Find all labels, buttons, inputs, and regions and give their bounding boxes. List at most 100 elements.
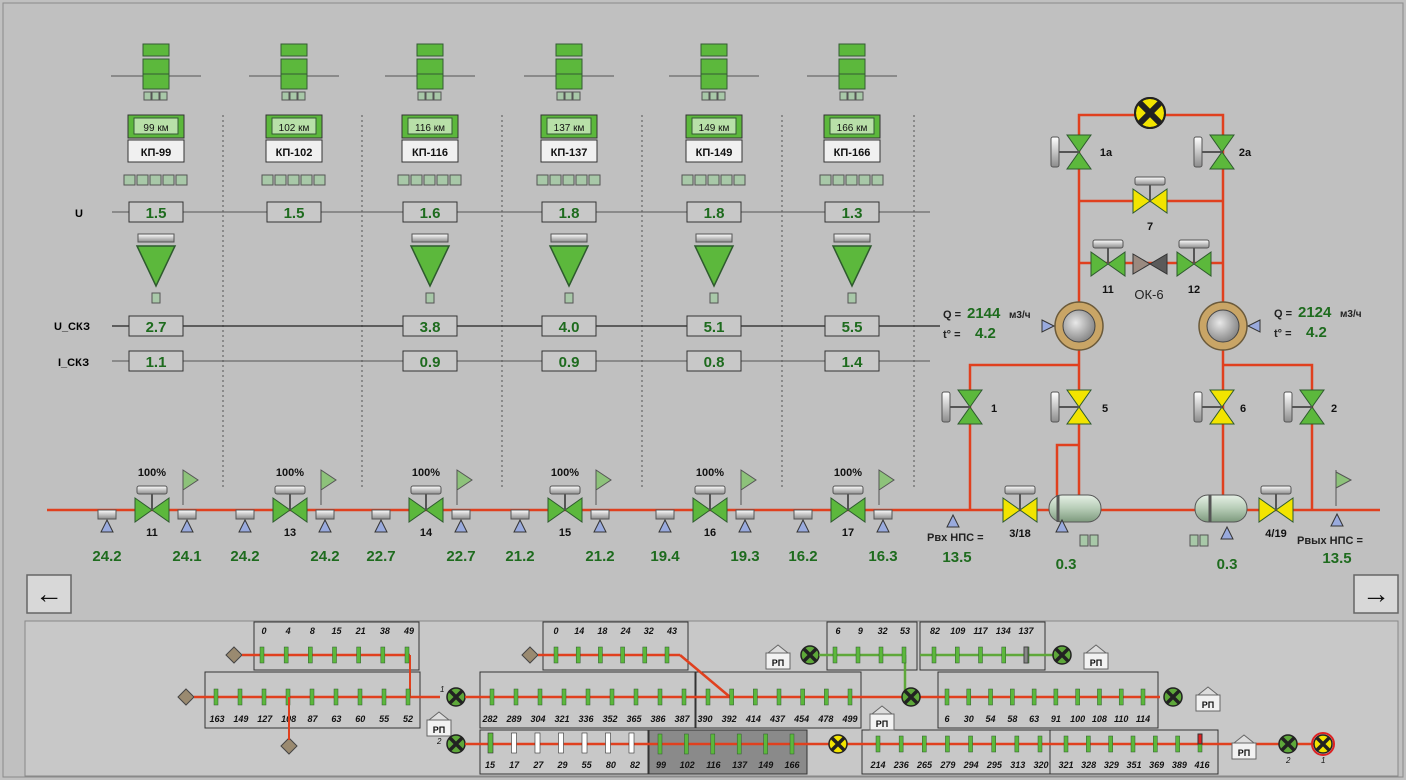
valve-v2-icon[interactable] — [1283, 389, 1325, 425]
overview-valve[interactable] — [213, 688, 219, 706]
overview-valve[interactable] — [991, 735, 996, 753]
overview-valve[interactable] — [847, 688, 853, 706]
overview-valve[interactable] — [237, 688, 243, 706]
overview-valve[interactable] — [824, 688, 829, 706]
overview-valve[interactable] — [642, 646, 648, 664]
overview-valve[interactable] — [1118, 688, 1124, 706]
rp-button[interactable]: РП — [765, 644, 791, 670]
overview-valve[interactable] — [581, 732, 588, 754]
overview-valve[interactable] — [800, 688, 805, 706]
skz-triangle-icon[interactable] — [409, 245, 451, 288]
overview-valve[interactable] — [511, 732, 517, 754]
overview-valve[interactable] — [705, 688, 711, 706]
skz-triangle-icon[interactable] — [548, 245, 590, 288]
pump-icon[interactable] — [1052, 645, 1072, 665]
overview-valve[interactable] — [1031, 688, 1037, 706]
overview-valve[interactable] — [832, 646, 838, 664]
overview-valve[interactable] — [1075, 688, 1080, 706]
valve-v1-icon[interactable] — [941, 389, 983, 425]
overview-valve[interactable] — [898, 735, 904, 753]
overview-valve[interactable] — [753, 688, 758, 706]
overview-valve[interactable] — [534, 732, 541, 754]
nav-left-button[interactable]: ← — [26, 574, 72, 614]
overview-valve[interactable] — [605, 732, 611, 754]
overview-valve[interactable] — [901, 646, 907, 664]
valve-v318-icon[interactable] — [1002, 485, 1038, 523]
overview-valve[interactable] — [357, 688, 363, 706]
overview-valve[interactable] — [489, 688, 495, 706]
kp-button[interactable] — [823, 139, 881, 163]
overview-valve[interactable] — [633, 688, 639, 706]
pump-icon[interactable] — [901, 687, 921, 707]
overview-valve[interactable] — [561, 688, 567, 706]
overview-valve[interactable] — [776, 688, 782, 706]
overview-valve[interactable] — [598, 646, 603, 664]
line-valve-icon[interactable] — [272, 485, 308, 523]
overview-valve[interactable] — [609, 688, 615, 706]
overview-valve[interactable] — [944, 688, 950, 706]
overview-valve[interactable] — [1108, 735, 1113, 753]
rp-button[interactable]: РП — [426, 711, 452, 737]
overview-valve[interactable] — [553, 646, 559, 664]
overview-valve[interactable] — [931, 646, 937, 664]
overview-valve[interactable] — [308, 646, 313, 664]
overview-valve[interactable] — [978, 646, 983, 664]
overview-valve[interactable] — [945, 735, 950, 753]
kp-button[interactable] — [401, 139, 459, 163]
overview-valve[interactable] — [855, 646, 861, 664]
overview-valve[interactable] — [789, 733, 795, 755]
kp-button[interactable] — [265, 139, 323, 163]
pump-icon[interactable] — [1163, 687, 1183, 707]
overview-valve[interactable] — [968, 735, 973, 753]
overview-valve[interactable] — [259, 646, 265, 664]
line-valve-icon[interactable] — [134, 485, 170, 523]
overview-valve[interactable] — [1001, 646, 1006, 664]
valve-v12-icon[interactable] — [1176, 239, 1212, 277]
overview-valve[interactable] — [381, 688, 387, 706]
overview-valve[interactable] — [620, 646, 625, 664]
overview-valve[interactable] — [404, 646, 410, 664]
rp-button[interactable]: РП — [1083, 644, 1109, 670]
overview-valve[interactable] — [1175, 735, 1180, 753]
kp-button[interactable] — [540, 139, 598, 163]
main-pump-right-icon[interactable] — [1198, 301, 1248, 351]
pump-icon[interactable] — [446, 687, 466, 707]
overview-valve[interactable] — [1053, 688, 1059, 706]
kp-button[interactable] — [127, 139, 185, 163]
valve-v2a-icon[interactable] — [1193, 134, 1235, 170]
overview-valve[interactable] — [628, 732, 635, 754]
overview-valve[interactable] — [585, 688, 591, 706]
pump-icon[interactable] — [1313, 734, 1333, 754]
overview-valve[interactable] — [333, 688, 339, 706]
line-valve-icon[interactable] — [830, 485, 866, 523]
skz-triangle-icon[interactable] — [831, 245, 873, 288]
pump-top-icon[interactable] — [1134, 97, 1166, 129]
overview-valve[interactable] — [380, 646, 386, 664]
rp-button[interactable]: РП — [1195, 686, 1221, 712]
overview-valve[interactable] — [1014, 735, 1020, 753]
overview-valve[interactable] — [710, 733, 716, 755]
valve-v6-icon[interactable] — [1193, 389, 1235, 425]
overview-valve[interactable] — [356, 646, 361, 664]
pump-icon[interactable] — [1278, 734, 1298, 754]
overview-valve[interactable] — [657, 688, 663, 706]
overview-valve[interactable] — [1140, 688, 1146, 706]
kp-button[interactable] — [685, 139, 743, 163]
overview-valve[interactable] — [513, 688, 519, 706]
overview-valve[interactable] — [309, 688, 315, 706]
valve-v419-icon[interactable] — [1258, 485, 1294, 523]
overview-valve[interactable] — [1023, 646, 1029, 664]
overview-valve[interactable] — [1153, 735, 1158, 753]
overview-valve[interactable] — [681, 688, 687, 706]
line-valve-icon[interactable] — [408, 485, 444, 523]
overview-valve[interactable] — [261, 688, 267, 706]
overview-valve[interactable] — [955, 646, 960, 664]
overview-valve[interactable] — [657, 733, 663, 755]
valve-v5-icon[interactable] — [1050, 389, 1092, 425]
overview-valve[interactable] — [1063, 735, 1069, 753]
pump-icon[interactable] — [446, 734, 466, 754]
overview-valve[interactable] — [763, 733, 768, 755]
overview-valve[interactable] — [537, 688, 543, 706]
overview-valve[interactable] — [729, 688, 734, 706]
overview-valve[interactable] — [988, 688, 993, 706]
